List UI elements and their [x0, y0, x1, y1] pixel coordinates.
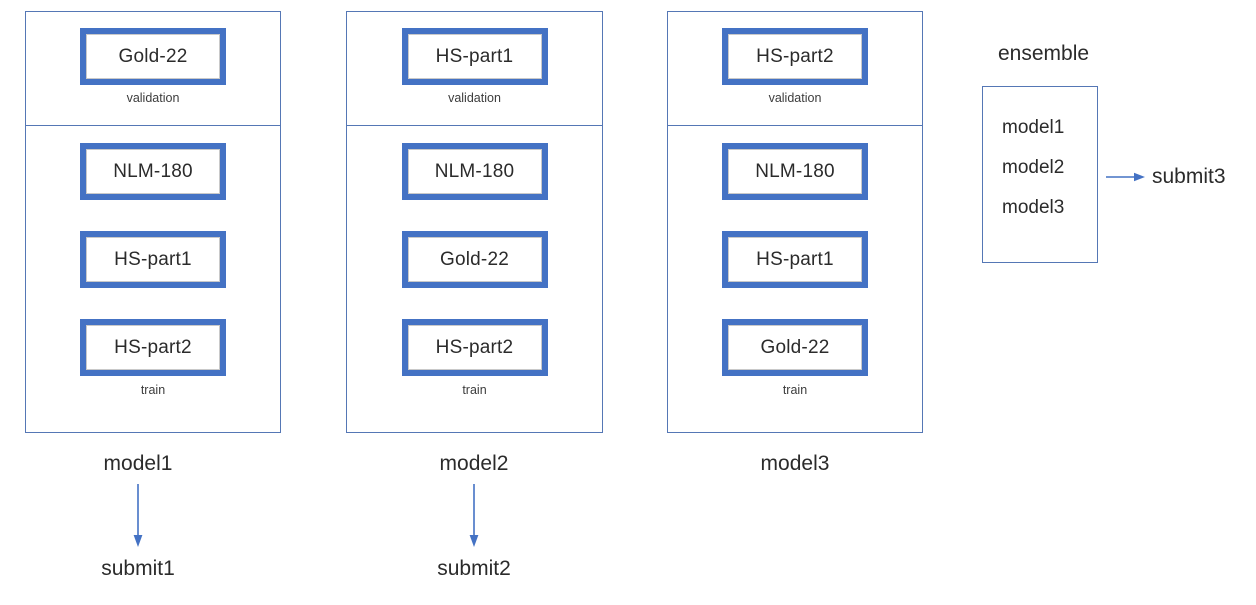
dataset-chip-wrap: Gold-22	[26, 28, 280, 85]
train-section-1: NLM-180 HS-part1 HS-part2 train	[26, 126, 280, 432]
dataset-chip-gold22[interactable]: Gold-22	[722, 319, 868, 376]
dataset-chip-wrap: HS-part1	[26, 231, 280, 288]
validation-caption: validation	[448, 91, 501, 105]
submit-label-3: submit3	[1152, 165, 1226, 188]
dataset-chip-inner: HS-part2	[86, 325, 220, 370]
dataset-chip-label: NLM-180	[113, 160, 193, 182]
dataset-chip-wrap: NLM-180	[668, 143, 922, 200]
model-label-3: model3	[760, 452, 830, 475]
dataset-chip-label: Gold-22	[440, 248, 509, 270]
dataset-chip-hs-part2[interactable]: HS-part2	[722, 28, 868, 85]
validation-caption: validation	[126, 91, 180, 105]
dataset-chip-nlm180[interactable]: NLM-180	[722, 143, 868, 200]
train-caption: train	[140, 383, 166, 397]
dataset-chip-inner: HS-part2	[728, 34, 862, 79]
train-section-3: NLM-180 HS-part1 Gold-22 train	[668, 126, 922, 432]
dataset-chip-wrap: HS-part2	[26, 319, 280, 376]
ensemble-title: ensemble	[998, 42, 1090, 65]
dataset-chip-inner: HS-part2	[407, 325, 542, 370]
ensemble-box	[982, 86, 1098, 263]
model-label-1: model1	[103, 452, 173, 475]
dataset-chip-label: Gold-22	[760, 336, 830, 358]
dataset-chip-hs-part2[interactable]: HS-part2	[401, 319, 548, 376]
validation-caption: validation	[768, 91, 822, 105]
dataset-chip-wrap: HS-part1	[347, 28, 602, 85]
dataset-chip-wrap: NLM-180	[26, 143, 280, 200]
dataset-chip-label: HS-part1	[114, 248, 192, 270]
dataset-chip-inner: Gold-22	[407, 237, 542, 282]
dataset-chip-wrap: HS-part2	[347, 319, 602, 376]
dataset-chip-inner: HS-part1	[86, 237, 220, 282]
submit-label-1: submit1	[101, 557, 175, 580]
ensemble-member-3: model3	[1002, 197, 1065, 218]
dataset-chip-hs-part1[interactable]: HS-part1	[401, 28, 548, 85]
dataset-chip-wrap: Gold-22	[347, 231, 602, 288]
fold-column-2: HS-part1 validation NLM-180 Gold-22	[346, 11, 603, 433]
dataset-chip-label: HS-part2	[435, 336, 514, 358]
train-caption: train	[782, 383, 808, 397]
dataset-chip-inner: Gold-22	[86, 34, 220, 79]
dataset-chip-wrap: NLM-180	[347, 143, 602, 200]
dataset-chip-gold22[interactable]: Gold-22	[401, 231, 548, 288]
arrow-ensemble-to-submit3	[1106, 172, 1145, 182]
train-section-2: NLM-180 Gold-22 HS-part2 train	[347, 126, 602, 432]
validation-section-2: HS-part1 validation	[347, 12, 602, 126]
dataset-chip-hs-part1[interactable]: HS-part1	[722, 231, 868, 288]
arrow-model1-to-submit1	[133, 484, 143, 547]
ensemble-member-2: model2	[1002, 157, 1065, 178]
dataset-chip-label: HS-part1	[756, 248, 834, 270]
dataset-chip-nlm180[interactable]: NLM-180	[80, 143, 226, 200]
dataset-chip-label: Gold-22	[118, 45, 188, 67]
dataset-chip-wrap: HS-part1	[668, 231, 922, 288]
dataset-chip-label: NLM-180	[755, 160, 835, 182]
fold-column-1: Gold-22 validation NLM-180 HS-part1	[25, 11, 281, 433]
dataset-chip-inner: HS-part1	[407, 34, 542, 79]
dataset-chip-inner: NLM-180	[86, 149, 220, 194]
dataset-chip-wrap: Gold-22	[668, 319, 922, 376]
dataset-chip-hs-part2[interactable]: HS-part2	[80, 319, 226, 376]
dataset-chip-hs-part1[interactable]: HS-part1	[80, 231, 226, 288]
arrow-model2-to-submit2	[469, 484, 479, 547]
dataset-chip-inner: Gold-22	[728, 325, 862, 370]
dataset-chip-label: HS-part2	[756, 45, 834, 67]
ensemble-member-1: model1	[1002, 117, 1065, 138]
validation-section-3: HS-part2 validation	[668, 12, 922, 126]
dataset-chip-label: NLM-180	[434, 160, 515, 182]
dataset-chip-inner: HS-part1	[728, 237, 862, 282]
dataset-chip-inner: NLM-180	[728, 149, 862, 194]
dataset-chip-wrap: HS-part2	[668, 28, 922, 85]
dataset-chip-label: HS-part2	[114, 336, 192, 358]
validation-section-1: Gold-22 validation	[26, 12, 280, 126]
dataset-chip-nlm180[interactable]: NLM-180	[401, 143, 548, 200]
model-label-2: model2	[439, 452, 509, 475]
dataset-chip-inner: NLM-180	[407, 149, 542, 194]
fold-column-3: HS-part2 validation NLM-180 HS-part1	[667, 11, 923, 433]
dataset-chip-label: HS-part1	[435, 45, 514, 67]
dataset-chip-gold22[interactable]: Gold-22	[80, 28, 226, 85]
train-caption: train	[462, 383, 487, 397]
submit-label-2: submit2	[437, 557, 511, 580]
